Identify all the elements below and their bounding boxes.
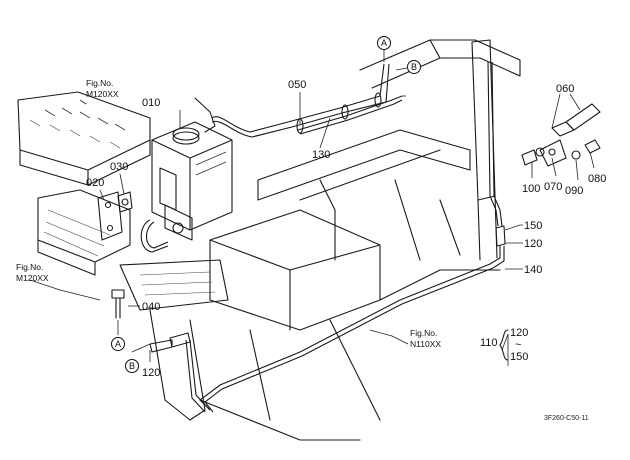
range-note: 110 120 ~ 150: [480, 327, 528, 363]
fig-ref-left-line2: M120XX: [16, 273, 49, 283]
drawing-code: 3F260-C50-11: [544, 415, 589, 422]
range-note-tilde: ~: [515, 339, 521, 351]
connector-ref-a-bottom: A: [111, 337, 125, 351]
fig-ref-top-left-line1: Fig.No.: [86, 78, 113, 88]
connector-ref-b-bottom: B: [125, 359, 139, 373]
washer-pipe: [149, 61, 506, 413]
part-label-120-bottom: 120: [142, 367, 160, 379]
washer-hose: [194, 63, 403, 138]
leader-lines: [29, 50, 595, 366]
part-label-010: 010: [142, 97, 160, 109]
fig-ref-left-line1: Fig.No.: [16, 262, 43, 272]
fig-ref-bottom-line2: N110XX: [410, 339, 441, 349]
part-label-040: 040: [142, 301, 160, 313]
bolt-030: [117, 191, 133, 213]
frame-structure: [119, 39, 521, 441]
tank-bracket: [97, 191, 123, 241]
part-label-050: 050: [288, 79, 306, 91]
part-label-080: 080: [588, 173, 606, 185]
upper-bracket-plate: [17, 91, 151, 186]
connector-ref-b-top: B: [395, 60, 421, 74]
washer-tank: [140, 121, 233, 253]
part-label-020: 020: [86, 177, 104, 189]
range-note-from: 120: [510, 327, 528, 339]
connector-ref-b-top-label: B: [411, 62, 417, 72]
part-label-120-right: 120: [524, 238, 542, 250]
fig-ref-bottom-line1: Fig.No.: [410, 328, 437, 338]
fig-ref-top-left-line2: M120XX: [86, 89, 119, 99]
part-label-030: 030: [110, 161, 128, 173]
part-label-060: 060: [556, 83, 574, 95]
range-note-to: 150: [510, 351, 528, 363]
connector-ref-a-bottom-label: A: [115, 339, 121, 349]
part-label-100: 100: [522, 183, 540, 195]
connector-ref-a-top-label: A: [381, 38, 387, 48]
lower-bracket-plate: [37, 189, 131, 276]
part-label-130: 130: [312, 149, 330, 161]
bolt-040: [111, 289, 125, 335]
part-label-070: 070: [544, 181, 562, 193]
connector-ref-a-top: A: [377, 36, 391, 50]
part-label-150: 150: [524, 220, 542, 232]
nozzle-assembly: [521, 103, 601, 167]
connector-ref-b-bottom-label: B: [129, 361, 135, 371]
part-label-090: 090: [565, 185, 583, 197]
part-label-140: 140: [524, 264, 542, 276]
range-note-set: 110: [480, 337, 498, 349]
